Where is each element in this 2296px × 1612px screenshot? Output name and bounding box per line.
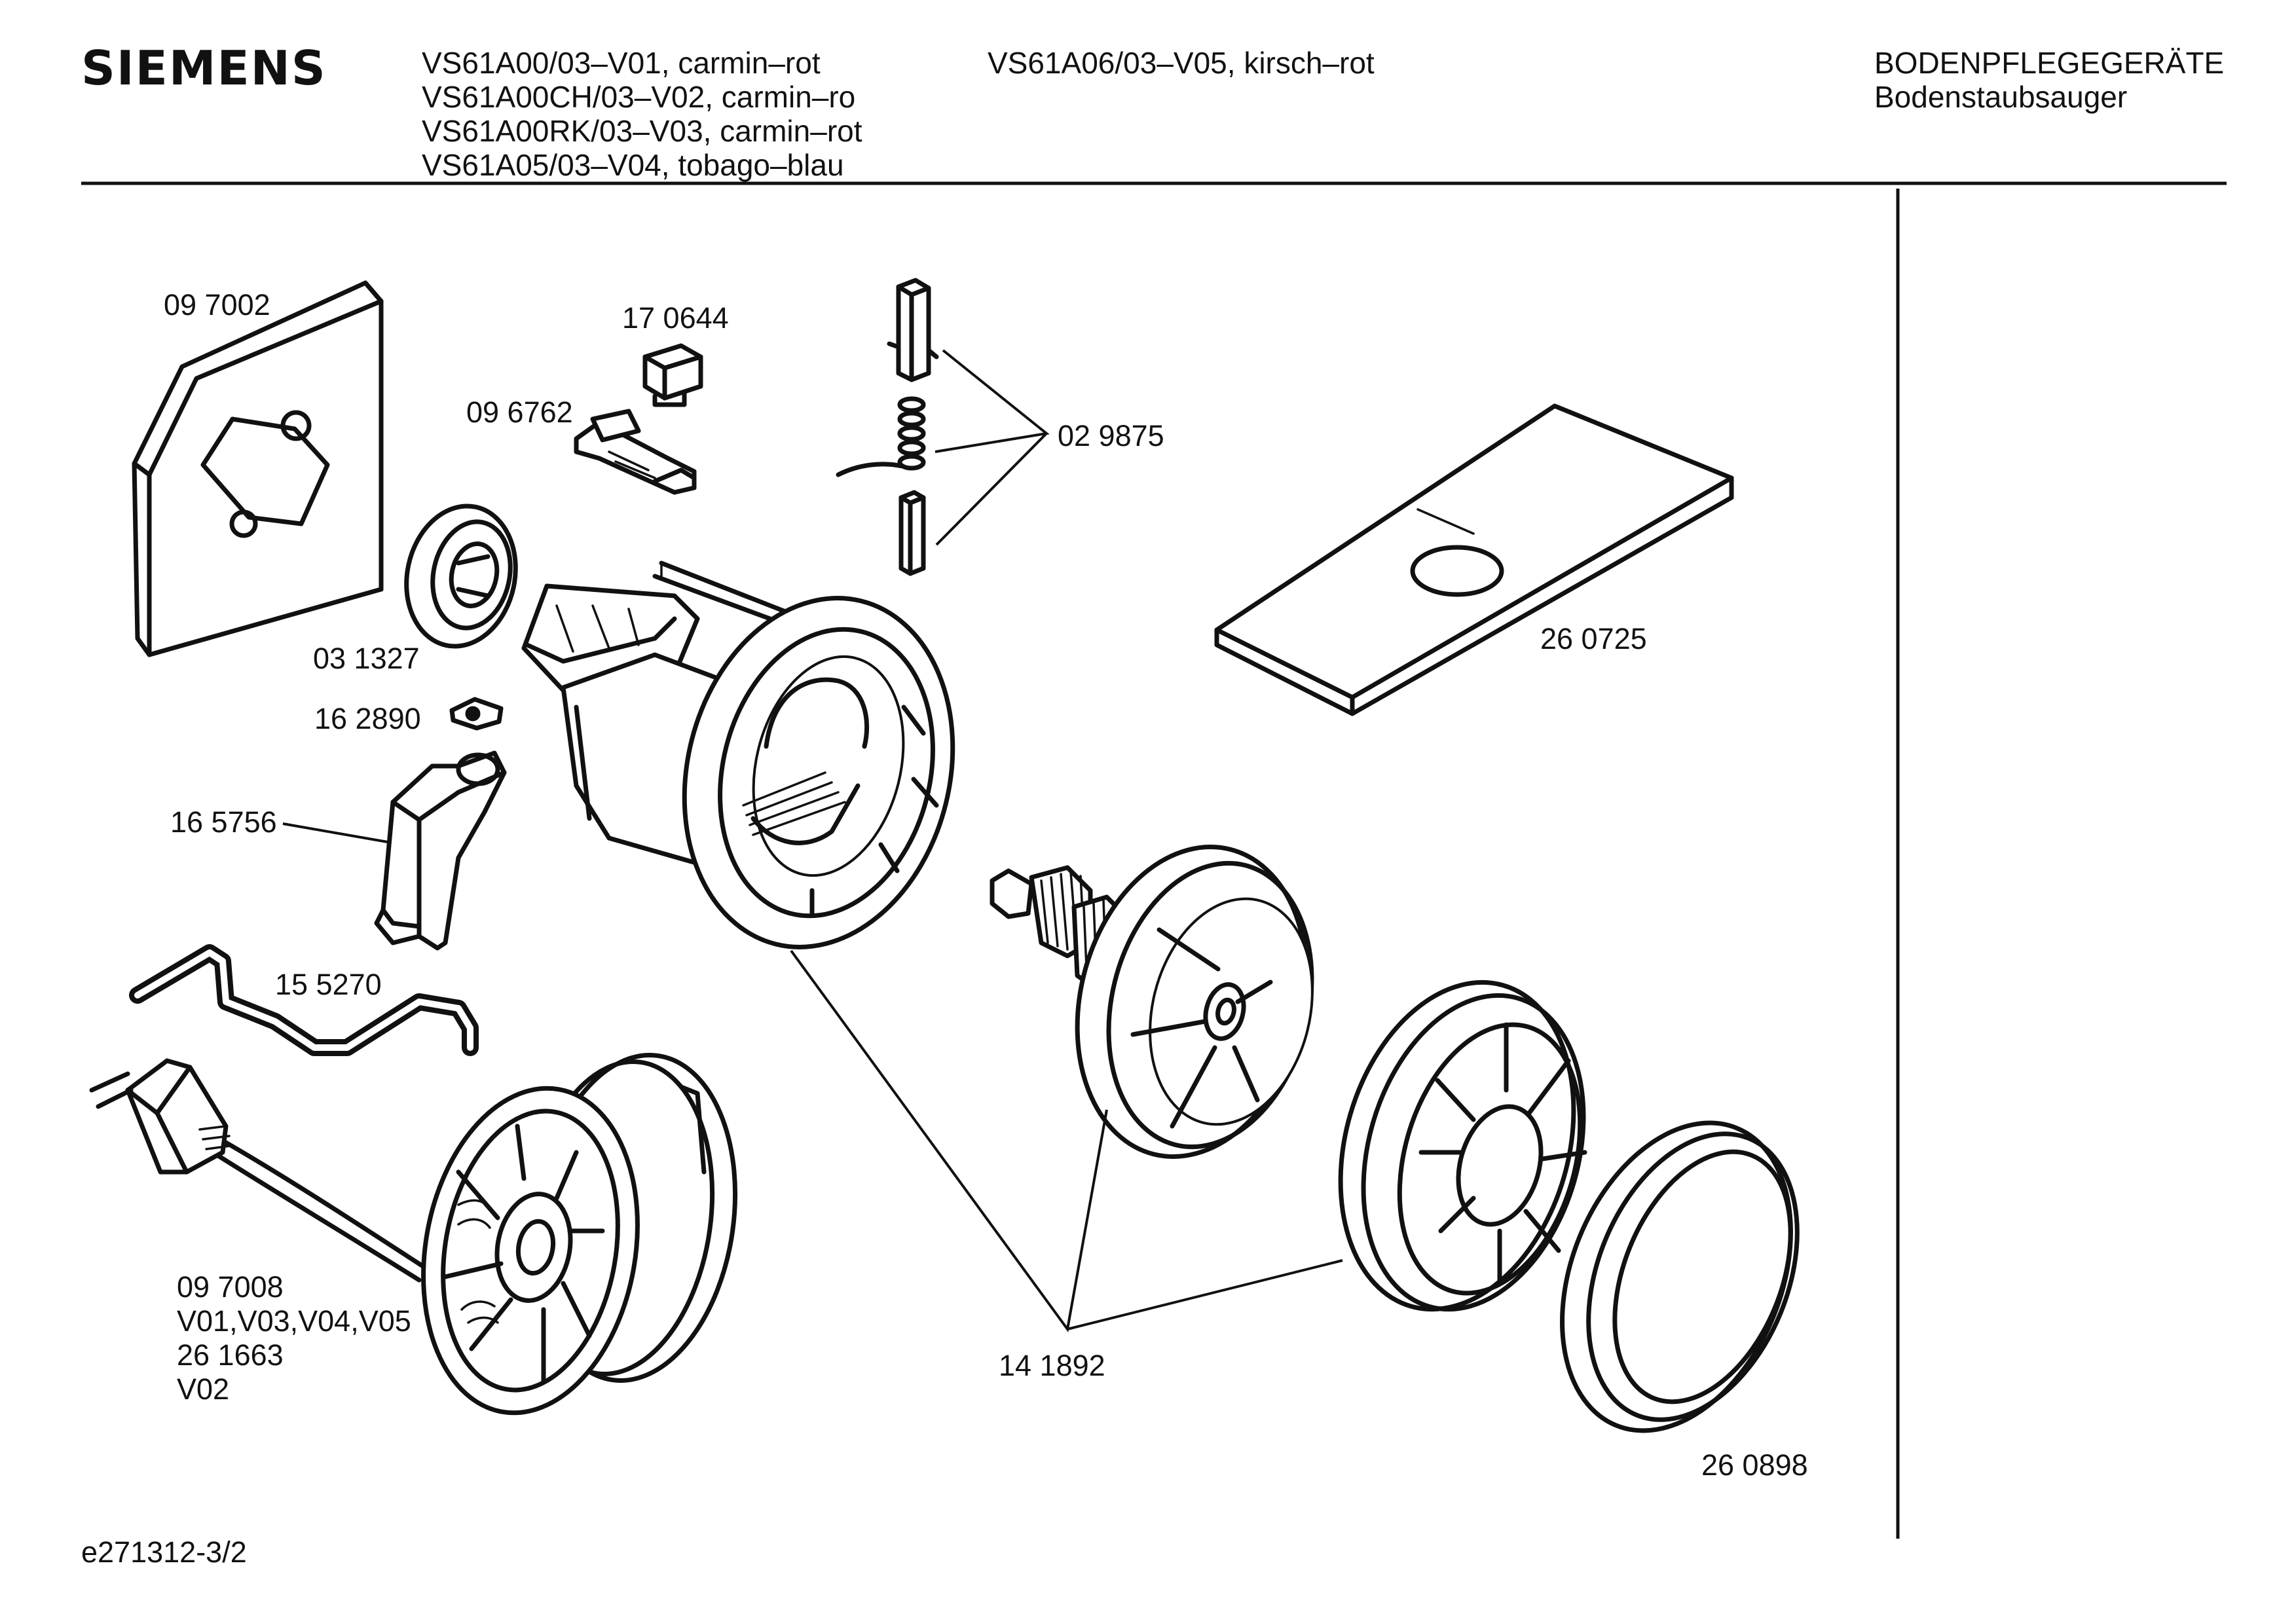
label-cord-reel-group: 09 7008 V01,V03,V04,V05 26 1663 V02 <box>177 1270 411 1406</box>
label-155270: 15 5270 <box>275 968 382 1001</box>
motor-housing <box>521 560 955 949</box>
model-line-4: VS61A05/03–V04, tobago–blau <box>422 148 844 182</box>
label-260898: 26 0898 <box>1701 1448 1808 1482</box>
brush-bracket <box>374 750 507 951</box>
cord-reel <box>89 1053 738 1416</box>
label-096762: 09 6762 <box>466 395 573 429</box>
brand-logo: SIEMENS <box>81 41 327 96</box>
carbon-brush-assembly <box>836 278 939 576</box>
label-029875: 02 9875 <box>1058 419 1164 452</box>
label-variant-list: V01,V03,V04,V05 <box>177 1304 411 1338</box>
label-165756: 16 5756 <box>170 805 277 839</box>
model-line-1: VS61A00/03–V01, carmin–rot <box>422 46 821 80</box>
leader-141892 <box>790 949 1343 1332</box>
switch-button <box>642 343 703 407</box>
category-subtitle: Bodenstaubsauger <box>1874 80 2128 114</box>
side-cover-plate <box>132 280 384 657</box>
label-170644: 17 0644 <box>622 301 729 335</box>
label-097008: 09 7008 <box>177 1270 284 1304</box>
label-260725: 26 0725 <box>1540 622 1647 655</box>
bearing-ring <box>404 504 518 649</box>
gasket-ring <box>1560 1120 1800 1433</box>
filter-plate <box>1214 403 1734 716</box>
label-variant-v02: V02 <box>177 1372 230 1406</box>
label-031327: 03 1327 <box>313 642 420 675</box>
category-block: BODENPFLEGEGERÄTE Bodenstaubsauger <box>1874 46 2224 114</box>
model-line-5: VS61A06/03–V05, kirsch–rot <box>988 46 1375 80</box>
end-cap <box>1338 980 1587 1312</box>
model-line-2: VS61A00CH/03–V02, carmin–ro <box>422 80 856 114</box>
label-261663: 26 1663 <box>177 1338 284 1372</box>
label-141892: 14 1892 <box>999 1349 1105 1382</box>
category-title: BODENPFLEGEGERÄTE <box>1874 46 2225 80</box>
model-list-primary: VS61A00/03–V01, carmin–rot VS61A00CH/03–… <box>422 46 862 182</box>
armature-fan <box>990 845 1314 1159</box>
label-162890: 16 2890 <box>314 702 421 735</box>
model-line-3: VS61A00RK/03–V03, carmin–rot <box>422 114 862 148</box>
small-clip <box>449 697 504 731</box>
leader-165756 <box>282 822 388 843</box>
drawing-number: e271312-3/2 <box>81 1535 247 1569</box>
switch-bracket <box>574 409 697 495</box>
leader-029875 <box>935 349 1050 546</box>
model-list-secondary: VS61A06/03–V05, kirsch–rot <box>988 46 1375 80</box>
label-097002: 09 7002 <box>164 288 270 321</box>
wire-bracket-inner <box>134 949 473 1051</box>
